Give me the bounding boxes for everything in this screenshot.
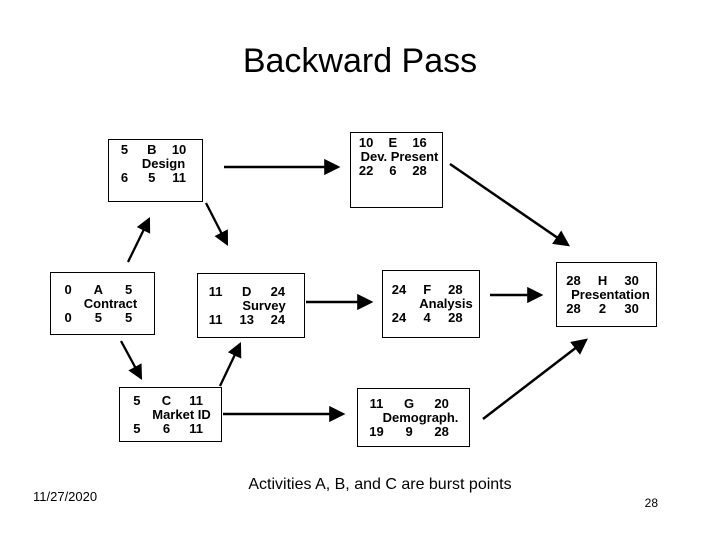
early-row: 24 F 28 (383, 283, 479, 297)
activity-node-E: 10 E 16 Dev. Present 22 6 28 (350, 132, 443, 208)
late-row: 5 6 11 (120, 420, 221, 436)
ef-value: 24 (270, 283, 286, 299)
lf-value: 11 (189, 420, 203, 436)
late-row: 11 13 24 (198, 311, 304, 327)
lf-value: 11 (172, 170, 186, 185)
es-value: 24 (391, 282, 407, 297)
es-value: 5 (133, 392, 141, 408)
lf-value: 28 (448, 310, 463, 325)
slide-page-number: 28 (644, 496, 658, 510)
es-value: 0 (64, 281, 72, 297)
early-row: 11 G 20 (358, 395, 469, 411)
duration-value: 6 (389, 163, 397, 178)
duration-value: 13 (239, 311, 254, 327)
es-value: 28 (566, 272, 581, 288)
ls-value: 22 (358, 163, 374, 178)
late-row: 24 4 28 (383, 311, 479, 325)
ls-value: 0 (64, 309, 72, 325)
burst-points-note: Activities A, B, and C are burst points (248, 476, 512, 493)
ef-value: 20 (434, 395, 449, 411)
activity-name: Market ID (152, 406, 211, 422)
ef-value: 28 (448, 282, 463, 297)
duration-value: 4 (423, 310, 431, 325)
activity-name: Survey (242, 297, 286, 313)
duration-value: 6 (162, 420, 171, 436)
ls-value: 24 (391, 310, 407, 325)
late-row: 22 6 28 (351, 164, 442, 178)
early-row: 28 H 30 (557, 272, 656, 288)
activity-id: D (242, 283, 252, 299)
activity-id: E (388, 135, 398, 150)
lf-value: 5 (124, 309, 133, 325)
activity-id: A (93, 281, 104, 297)
activity-name: Dev. Present (360, 149, 439, 164)
activity-name: Analysis (419, 296, 473, 311)
lf-value: 24 (270, 311, 286, 327)
activity-id: B (147, 142, 157, 157)
activity-node-B: 5 B 10 Design 6 5 11 (108, 139, 203, 202)
early-row: 5 C 11 (120, 392, 221, 408)
activity-id: F (423, 282, 432, 297)
early-row: 11 D 24 (198, 283, 304, 299)
ef-value: 10 (171, 142, 187, 157)
slide-title: Backward Pass (242, 42, 478, 80)
ef-value: 11 (189, 392, 203, 408)
duration-value: 5 (94, 309, 102, 325)
arrow-a-to-b (126, 216, 151, 263)
activity-node-H: 28 H 30 Presentation 28 2 30 (556, 262, 657, 327)
duration-value: 9 (405, 423, 413, 439)
ls-value: 5 (133, 420, 141, 436)
ls-value: 6 (120, 170, 129, 185)
activity-id: G (404, 395, 415, 411)
activity-id: C (161, 392, 172, 408)
duration-value: 5 (148, 170, 156, 185)
activity-name: Demograph. (382, 409, 459, 425)
ls-value: 11 (208, 311, 223, 327)
activity-name: Presentation (571, 286, 650, 302)
late-row: 19 9 28 (358, 423, 469, 439)
activity-node-C: 5 C 11 Market ID 5 6 11 (119, 387, 222, 442)
es-value: 11 (369, 395, 384, 411)
early-row: 0 A 5 (51, 281, 154, 297)
slide-date: 11/27/2020 (33, 489, 98, 504)
ls-value: 28 (566, 300, 581, 316)
arrow-b-to-d (204, 202, 229, 246)
arrow-g-to-h (482, 338, 588, 420)
duration-value: 2 (598, 300, 607, 316)
es-value: 5 (120, 142, 129, 157)
late-row: 28 2 30 (557, 300, 656, 316)
activity-name: Design (141, 156, 186, 171)
activity-node-D: 11 D 24 Survey 11 13 24 (197, 273, 305, 338)
arrow-e-to-h (449, 162, 571, 247)
activity-id: H (597, 272, 608, 288)
activity-node-G: 11 G 20 Demograph. 19 9 28 (357, 388, 470, 447)
early-row: 10 E 16 (351, 136, 442, 150)
activity-name: Contract (83, 295, 138, 311)
lf-value: 28 (412, 163, 427, 178)
activity-node-A: 0 A 5 Contract 0 5 5 (50, 272, 155, 335)
ls-value: 19 (369, 423, 384, 439)
ef-value: 5 (124, 281, 133, 297)
ef-value: 16 (412, 135, 427, 150)
es-value: 11 (208, 283, 223, 299)
lf-value: 28 (434, 423, 449, 439)
es-value: 10 (358, 135, 374, 150)
ef-value: 30 (624, 272, 639, 288)
activity-node-F: 24 F 28 Analysis 24 4 28 (382, 270, 480, 338)
arrow-c-to-d (218, 341, 242, 387)
early-row: 5 B 10 (109, 143, 202, 157)
arrow-a-to-c (119, 340, 143, 380)
late-row: 6 5 11 (109, 171, 202, 185)
late-row: 0 5 5 (51, 309, 154, 325)
lf-value: 30 (624, 300, 639, 316)
